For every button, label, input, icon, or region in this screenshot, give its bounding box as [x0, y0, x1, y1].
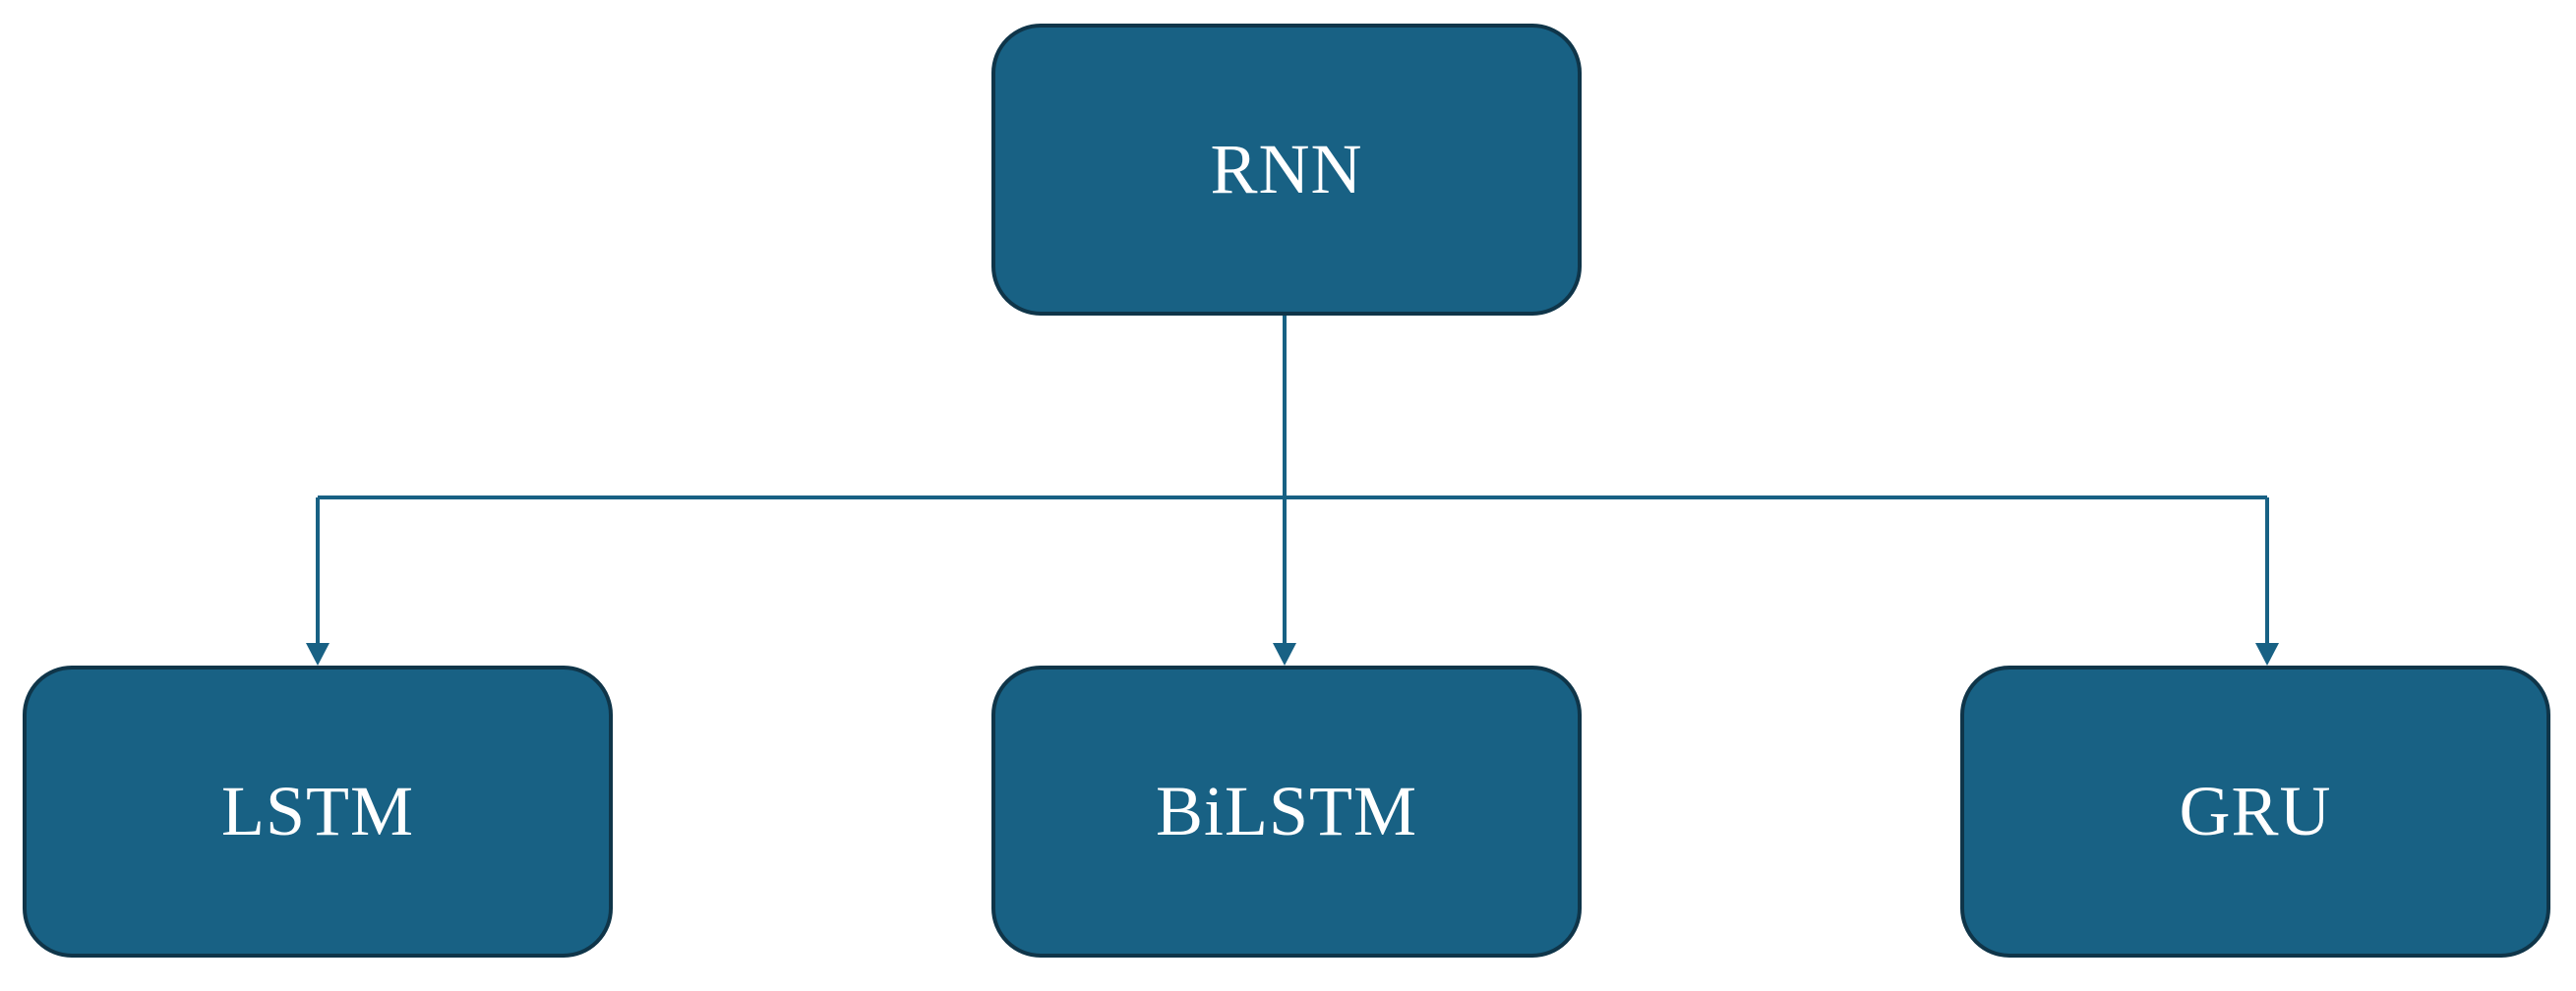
node-rnn: RNN — [991, 24, 1582, 316]
arrowhead-bilstm — [1273, 643, 1296, 666]
node-bilstm-label: BiLSTM — [1155, 772, 1418, 850]
node-gru-label: GRU — [2179, 772, 2332, 850]
node-gru: GRU — [1960, 666, 2550, 958]
node-bilstm: BiLSTM — [991, 666, 1582, 958]
node-lstm: LSTM — [23, 666, 613, 958]
node-rnn-label: RNN — [1210, 130, 1363, 208]
arrowhead-gru — [2255, 643, 2279, 666]
node-lstm-label: LSTM — [220, 772, 415, 850]
arrowhead-lstm — [306, 643, 329, 666]
